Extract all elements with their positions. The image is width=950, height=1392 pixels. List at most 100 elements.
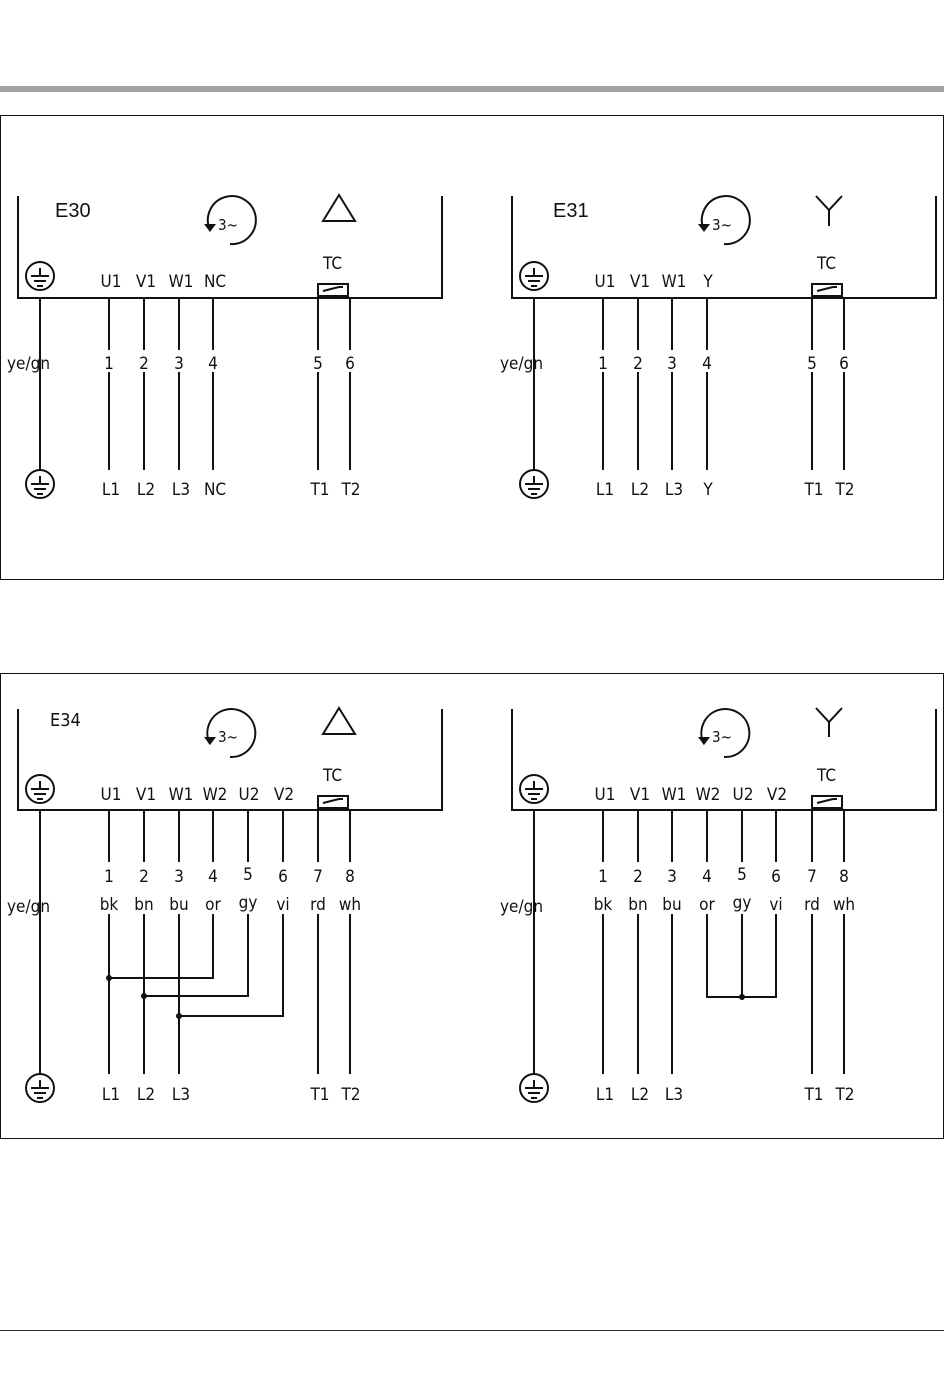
terminal-top: W1	[662, 272, 687, 292]
terminal-number: 2	[139, 354, 149, 374]
ground-icon	[520, 1074, 548, 1102]
wire-color: or	[699, 895, 715, 915]
wire-color: vi	[276, 895, 289, 915]
terminal-top: U1	[595, 785, 616, 805]
terminal-top: NC	[204, 272, 226, 292]
phase-label: 3~	[712, 216, 732, 234]
terminal-top: U1	[595, 272, 616, 292]
terminal-number: 8	[345, 867, 355, 887]
thermal-contact-label: TC	[322, 254, 342, 274]
terminal-number: 7	[807, 867, 817, 887]
terminal-top: Y	[702, 272, 713, 292]
terminal-bottom: L3	[172, 480, 190, 500]
terminal-number: 1	[104, 354, 114, 374]
wire-color: wh	[339, 895, 361, 915]
terminal-number: 3	[667, 354, 677, 374]
terminal-bottom: T1	[309, 1085, 329, 1105]
rotation-icon: 3~	[698, 709, 749, 757]
terminal-number: 2	[139, 867, 149, 887]
terminal-bottom: L3	[665, 1085, 683, 1105]
terminal-bottom: T2	[834, 480, 854, 500]
terminal-bottom: L3	[665, 480, 683, 500]
terminal-bottom: T2	[834, 1085, 854, 1105]
rotation-icon: 3~	[698, 196, 750, 244]
motor-housing	[18, 709, 442, 810]
terminal-top: V1	[630, 785, 650, 805]
terminal-wires	[603, 298, 844, 470]
terminal-number: 1	[598, 354, 608, 374]
diagram-name: E31	[553, 200, 589, 222]
terminal-bottom: L2	[631, 480, 649, 500]
wire-color: bu	[169, 895, 188, 915]
thermal-contact-icon	[318, 284, 348, 296]
earth-label: ye/gn	[7, 897, 50, 917]
diagram-e30: E30 3~ TC ye/gn	[7, 195, 442, 500]
terminal-top: W1	[169, 785, 194, 805]
terminal-wires	[109, 298, 350, 470]
thermal-contact-label: TC	[816, 766, 836, 786]
terminal-bottom: T1	[803, 1085, 823, 1105]
terminal-number: 7	[313, 867, 323, 887]
earth-label: ye/gn	[500, 897, 543, 917]
terminal-bottom: T2	[340, 480, 360, 500]
thermal-contact-label: TC	[322, 766, 342, 786]
terminal-number: 5	[313, 354, 323, 374]
diagram-name: E30	[55, 200, 91, 222]
terminal-bottom: Y	[702, 480, 713, 500]
terminal-top: V2	[274, 785, 294, 805]
rotation-icon: 3~	[204, 709, 255, 757]
terminal-bottom: T2	[340, 1085, 360, 1105]
terminal-number: 4	[208, 867, 218, 887]
terminal-number: 2	[633, 354, 643, 374]
ground-icon	[26, 470, 54, 498]
wire-color: bk	[594, 895, 613, 915]
terminal-top: V1	[136, 272, 156, 292]
terminal-bottom: L3	[172, 1085, 190, 1105]
wire-color: bn	[134, 895, 153, 915]
terminal-top: U2	[733, 785, 754, 805]
terminal-number: 3	[174, 867, 184, 887]
junction-dot	[739, 994, 745, 1000]
ground-icon	[520, 775, 548, 803]
junction-dot	[141, 993, 147, 999]
star-icon	[816, 196, 842, 226]
terminal-bottom: T1	[309, 480, 329, 500]
thermal-contact-icon	[812, 796, 842, 808]
motor-housing	[512, 709, 936, 810]
terminal-bottom: T1	[803, 480, 823, 500]
wire-color: gy	[733, 893, 752, 913]
terminal-number: 8	[839, 867, 849, 887]
ground-icon	[520, 262, 548, 290]
terminal-number: 2	[633, 867, 643, 887]
earth-label: ye/gn	[500, 354, 543, 374]
diagram-e34-delta: E34 3~ TC ye/gn	[7, 708, 442, 1105]
wire-color: wh	[833, 895, 855, 915]
wire-color: bn	[628, 895, 647, 915]
junction-dot	[176, 1013, 182, 1019]
terminal-number: 3	[174, 354, 184, 374]
diagram-e31: E31 3~ TC ye/gn	[500, 196, 936, 500]
thermal-contact-icon	[812, 284, 842, 296]
terminal-bottom: L1	[102, 480, 120, 500]
terminal-top: V2	[767, 785, 787, 805]
terminal-wires	[603, 810, 844, 1074]
wire-color: bu	[662, 895, 681, 915]
wire-color: vi	[769, 895, 782, 915]
wire-color: rd	[310, 895, 326, 915]
diagram-name: E34	[50, 710, 81, 731]
wire-color: rd	[804, 895, 820, 915]
wire-color: or	[205, 895, 221, 915]
terminal-number: 5	[807, 354, 817, 374]
terminal-wires	[109, 810, 350, 1074]
terminal-bottom: L1	[596, 480, 614, 500]
junction-dot	[106, 975, 112, 981]
star-icon	[816, 708, 842, 737]
delta-icon	[323, 195, 355, 221]
terminal-number: 4	[702, 867, 712, 887]
terminal-number: 6	[345, 354, 355, 374]
diagram-e34-star: 3~ TC ye/gn U	[500, 708, 936, 1105]
terminal-number: 1	[104, 867, 114, 887]
terminal-bottom: L2	[137, 1085, 155, 1105]
thermal-contact-label: TC	[816, 254, 836, 274]
terminal-top: W2	[696, 785, 721, 805]
